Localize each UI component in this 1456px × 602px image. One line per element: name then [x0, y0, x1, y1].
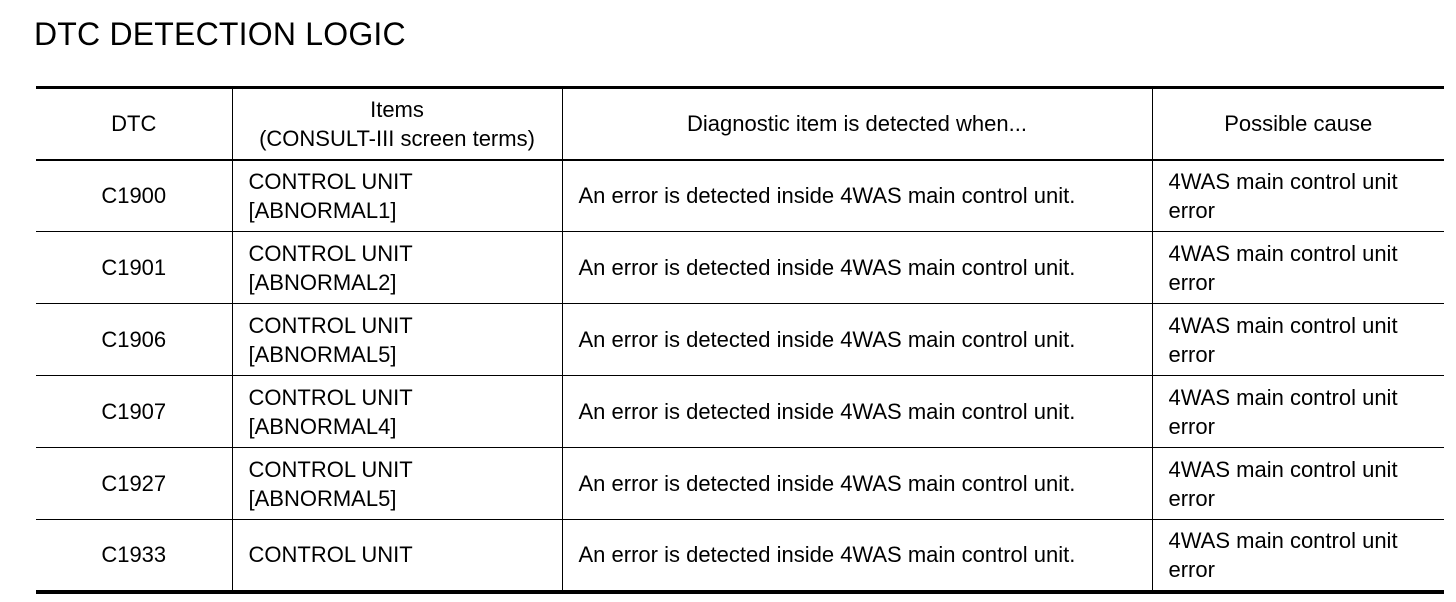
item-name: CONTROL UNIT [248, 384, 413, 410]
item-cell: CONTROL UNIT [231, 519, 563, 594]
header-detected: Diagnostic item is detected when... [561, 86, 1153, 161]
cause-line1: 4WAS main control unit [1168, 384, 1398, 410]
cause-cell: 4WAS main control unit error [1151, 447, 1444, 520]
item-name: CONTROL UNIT [248, 542, 413, 568]
item-qualifier: [ABNORMAL5] [248, 341, 397, 367]
dtc-code: C1933 [36, 519, 233, 594]
dtc-code: C1907 [36, 375, 233, 448]
item-name: CONTROL UNIT [248, 456, 413, 482]
item-cell: CONTROL UNIT [ABNORMAL4] [231, 375, 563, 448]
table-header: DTC Items (CONSULT-III screen terms) Dia… [36, 86, 1444, 161]
cause-line1: 4WAS main control unit [1168, 312, 1398, 338]
detection-condition: An error is detected inside 4WAS main co… [561, 303, 1153, 376]
item-cell: CONTROL UNIT [ABNORMAL5] [231, 303, 563, 376]
detection-condition: An error is detected inside 4WAS main co… [561, 519, 1153, 594]
detection-condition: An error is detected inside 4WAS main co… [561, 447, 1153, 520]
table-row: C1901 CONTROL UNIT [ABNORMAL2] An error … [36, 231, 1444, 304]
item-name: CONTROL UNIT [248, 240, 413, 266]
detection-condition: An error is detected inside 4WAS main co… [561, 231, 1153, 304]
item-qualifier: [ABNORMAL1] [248, 197, 397, 223]
cause-cell: 4WAS main control unit error [1151, 303, 1444, 376]
cause-line1: 4WAS main control unit [1168, 456, 1398, 482]
page-title: DTC DETECTION LOGIC [34, 16, 406, 52]
table-row: C1933 CONTROL UNIT An error is detected … [36, 519, 1444, 594]
cause-line2: error [1168, 341, 1215, 367]
cause-line2: error [1168, 269, 1215, 295]
header-items: Items (CONSULT-III screen terms) [231, 86, 563, 161]
item-cell: CONTROL UNIT [ABNORMAL5] [231, 447, 563, 520]
item-qualifier: [ABNORMAL2] [248, 269, 397, 295]
cause-line2: error [1168, 485, 1215, 511]
item-name: CONTROL UNIT [248, 168, 413, 194]
cause-cell: 4WAS main control unit error [1151, 375, 1444, 448]
item-qualifier: [ABNORMAL4] [248, 413, 397, 439]
dtc-detection-table: DTC Items (CONSULT-III screen terms) Dia… [36, 86, 1444, 594]
cause-cell: 4WAS main control unit error [1151, 231, 1444, 304]
table-row: C1907 CONTROL UNIT [ABNORMAL4] An error … [36, 375, 1444, 448]
dtc-code: C1900 [36, 159, 233, 232]
cause-line2: error [1168, 197, 1215, 223]
header-items-line1: Items [370, 96, 424, 122]
table-row: C1927 CONTROL UNIT [ABNORMAL5] An error … [36, 447, 1444, 520]
cause-line2: error [1168, 556, 1215, 582]
detection-condition: An error is detected inside 4WAS main co… [561, 159, 1153, 232]
cause-line2: error [1168, 413, 1215, 439]
cause-line1: 4WAS main control unit [1168, 527, 1398, 553]
table-body: C1900 CONTROL UNIT [ABNORMAL1] An error … [36, 159, 1444, 594]
cause-cell: 4WAS main control unit error [1151, 519, 1444, 594]
cause-line1: 4WAS main control unit [1168, 168, 1398, 194]
cause-cell: 4WAS main control unit error [1151, 159, 1444, 232]
cause-line1: 4WAS main control unit [1168, 240, 1398, 266]
item-cell: CONTROL UNIT [ABNORMAL1] [231, 159, 563, 232]
header-row: DTC Items (CONSULT-III screen terms) Dia… [36, 86, 1444, 161]
item-name: CONTROL UNIT [248, 312, 413, 338]
dtc-code: C1927 [36, 447, 233, 520]
detection-condition: An error is detected inside 4WAS main co… [561, 375, 1153, 448]
dtc-code: C1906 [36, 303, 233, 376]
table-row: C1906 CONTROL UNIT [ABNORMAL5] An error … [36, 303, 1444, 376]
header-items-line2: (CONSULT-III screen terms) [259, 125, 535, 151]
header-dtc: DTC [36, 86, 233, 161]
dtc-code: C1901 [36, 231, 233, 304]
item-cell: CONTROL UNIT [ABNORMAL2] [231, 231, 563, 304]
table-row: C1900 CONTROL UNIT [ABNORMAL1] An error … [36, 159, 1444, 232]
item-qualifier: [ABNORMAL5] [248, 485, 397, 511]
header-cause: Possible cause [1151, 86, 1444, 161]
